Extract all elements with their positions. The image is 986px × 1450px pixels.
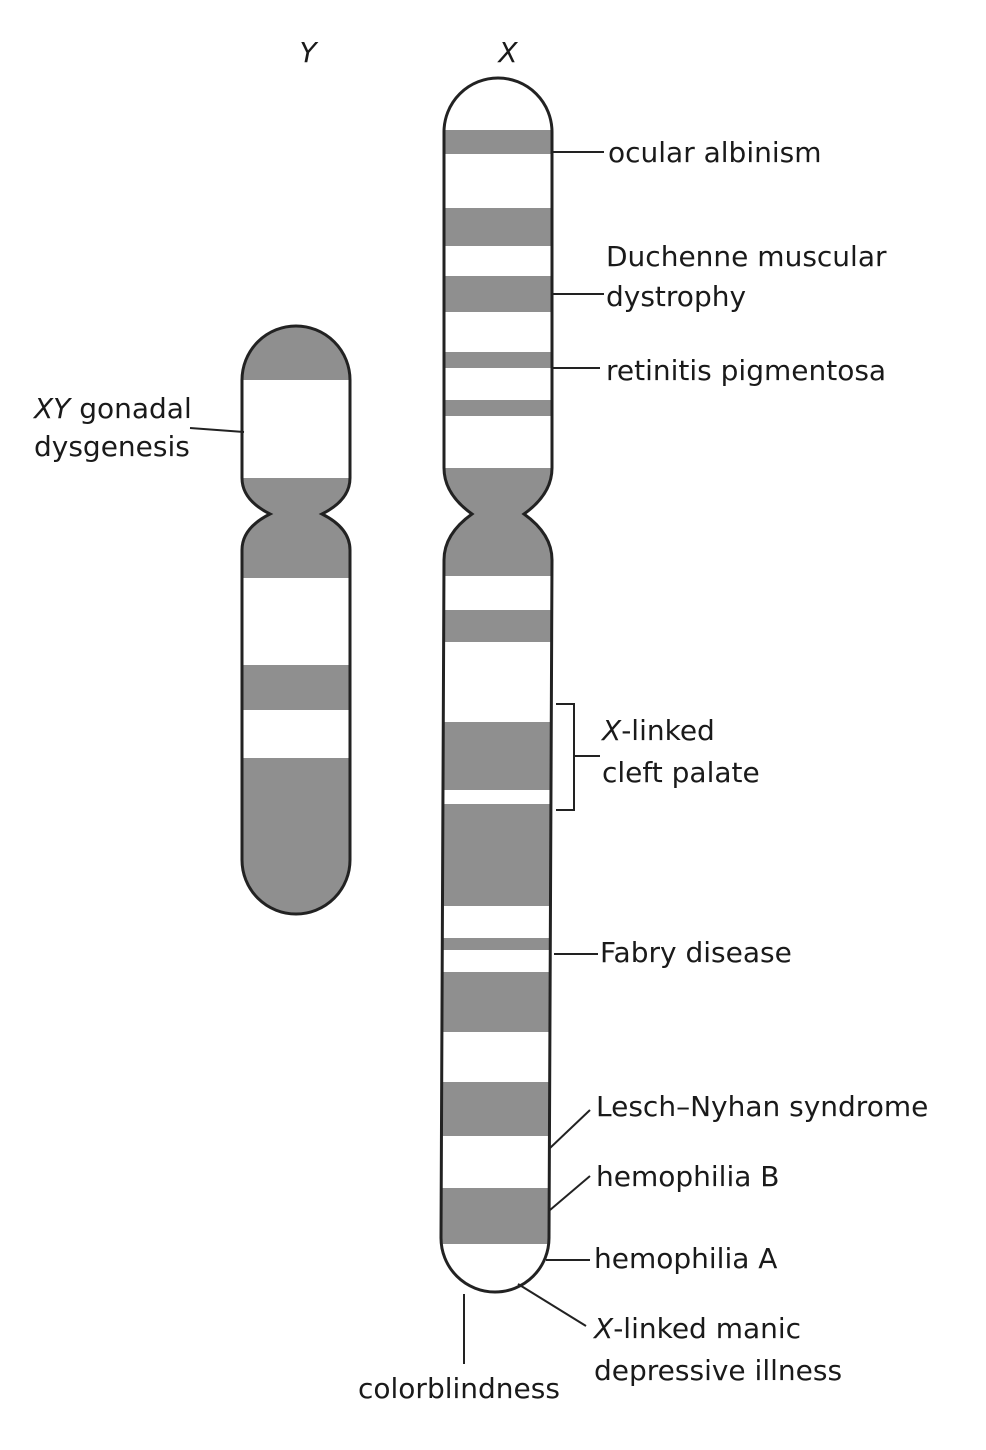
y-band (242, 665, 350, 710)
x-band (441, 400, 552, 416)
x-band (441, 938, 552, 950)
leader-lines (189, 151, 604, 1364)
x-band (441, 1188, 552, 1244)
x-band (441, 130, 552, 154)
leader-manic (517, 1283, 587, 1327)
x-chromosome (439, 76, 554, 1294)
y-band (242, 478, 350, 578)
label-hemophilia-a: hemophilia A (594, 1242, 777, 1275)
x-band (441, 208, 552, 246)
label-ocular-albinism: ocular albinism (608, 136, 822, 169)
x-band (441, 1082, 552, 1136)
label-lesch-nyhan: Lesch–Nyhan syndrome (596, 1090, 928, 1123)
label-cleft-line2: cleft palate (602, 756, 760, 789)
x-title: X (496, 36, 518, 69)
y-title: Y (299, 36, 318, 69)
label-colorblindness: colorblindness (358, 1372, 560, 1405)
y-outline (240, 324, 352, 916)
leader-hemophilia-b (549, 1175, 591, 1211)
label-xy-gonadal: XY gonadal (32, 392, 192, 425)
label-manic-line1: X-linked manic (592, 1312, 801, 1345)
label-retinitis-pigmentosa: retinitis pigmentosa (606, 354, 886, 387)
x-band (441, 352, 552, 368)
label-manic-line2: depressive illness (594, 1354, 842, 1387)
x-band (441, 276, 552, 312)
y-band (242, 758, 350, 914)
label-dysgenesis: dysgenesis (34, 430, 190, 463)
label-hemophilia-b: hemophilia B (596, 1160, 780, 1193)
x-band (441, 804, 552, 906)
x-outline (439, 76, 554, 1294)
x-band (441, 972, 552, 1032)
cleft-bracket (556, 703, 575, 811)
label-duchenne-line1: Duchenne muscular (606, 240, 887, 273)
x-band (441, 722, 552, 790)
y-chromosome (240, 324, 352, 916)
leader-lesch (549, 1109, 591, 1149)
label-cleft-line1: X-linked (600, 714, 715, 747)
x-band (441, 610, 552, 642)
label-fabry-disease: Fabry disease (600, 936, 792, 969)
label-duchenne-line2: dystrophy (606, 280, 746, 313)
leader-gonadal (189, 427, 245, 433)
